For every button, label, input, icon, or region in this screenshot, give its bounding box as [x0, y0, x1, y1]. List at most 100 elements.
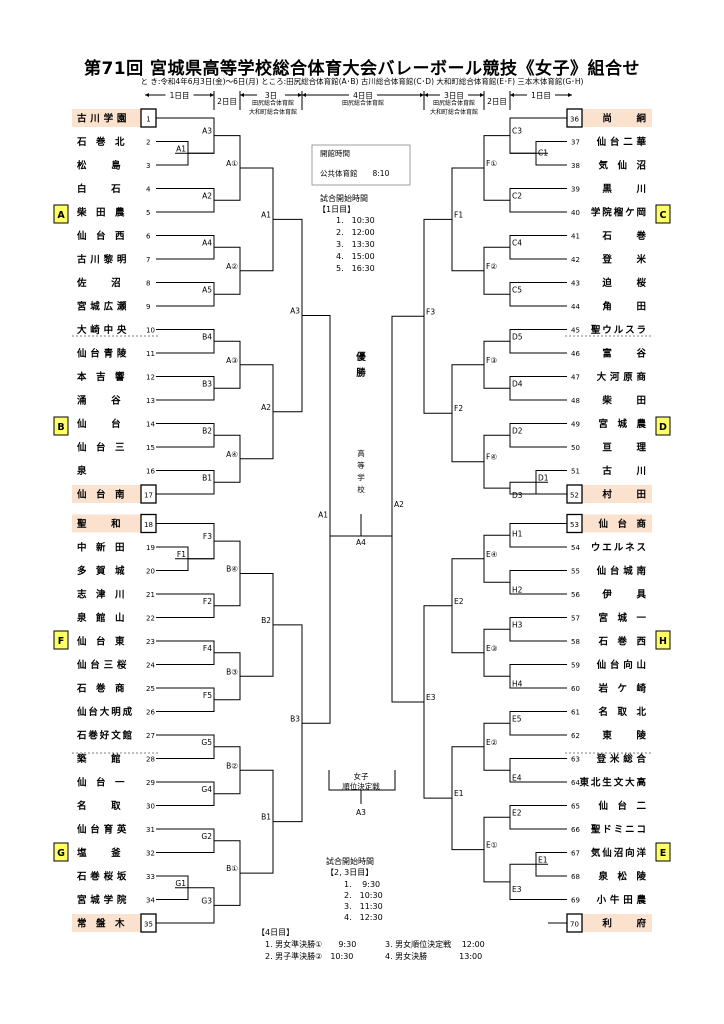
block-label-box [655, 630, 671, 650]
team-number: 53 [570, 521, 579, 529]
match-label-g4: G4 [201, 785, 212, 794]
team-number: 7 [146, 256, 150, 264]
match-label-g5: G5 [201, 738, 212, 747]
team-number: 4 [146, 186, 151, 194]
team-number: 69 [571, 897, 580, 905]
bracket-line [214, 135, 241, 201]
team-number: 30 [146, 803, 155, 811]
day4-item-1: 1. 男女準決勝① 9:30 [265, 940, 357, 949]
bracket-line [423, 218, 452, 414]
match-label-e5: E5 [512, 714, 522, 723]
header-day1-left: 1日目 [170, 91, 190, 100]
header-venue-left-2: 大和町総合体育館 [249, 108, 297, 116]
bracket-line [214, 340, 241, 389]
match-label-b3: B3 [202, 379, 212, 388]
team-number: 63 [571, 756, 580, 764]
match-label-a1: A1 [318, 510, 328, 519]
team-name: 石 巻 [601, 230, 646, 242]
seed-highlight [72, 914, 142, 932]
match-label-b2: B2 [202, 426, 212, 435]
team-name: 佐 沼 [76, 277, 121, 289]
team-number: 2 [146, 139, 150, 147]
block-label: B [57, 422, 64, 433]
match-label-ec2: E② [486, 738, 498, 747]
header-bg [165, 90, 194, 100]
bracket-line [451, 558, 484, 654]
team-name: 宮 城 農 [599, 418, 647, 430]
team-number: 21 [146, 591, 155, 599]
team-number: 49 [571, 421, 580, 429]
day4-item-3: 3. 男女順位決定戦 12:00 [385, 940, 485, 949]
team-name: 学 院 榴 ケ 岡 [591, 207, 646, 219]
arrow-right [298, 93, 302, 97]
team-name: 聖 ウ ル ス ラ [591, 325, 646, 336]
match-label-f5: F5 [203, 691, 212, 700]
match-label-e3: E3 [426, 693, 436, 702]
team-number: 14 [146, 421, 155, 429]
team-number: 12 [146, 374, 155, 382]
match-label-b1: B1 [202, 473, 212, 482]
seed-highlight [72, 485, 142, 503]
start-time-day23-2: 2. 10:30 [344, 891, 383, 900]
team-number: 17 [144, 492, 153, 500]
team-number: 36 [570, 116, 579, 124]
team-name: 名 取 北 [599, 706, 647, 718]
match-label-d1: D1 [538, 473, 549, 482]
team-name: 柴 田 [601, 395, 646, 407]
header-bg [349, 90, 377, 100]
team-name: 聖 ド ミ ニ コ [591, 825, 646, 836]
team-name: 仙 台 城 南 [597, 565, 647, 577]
team-number: 44 [571, 303, 580, 311]
team-name: ウ エ ル ネ ス [591, 543, 646, 554]
team-number: 28 [146, 756, 155, 764]
team-number: 66 [571, 826, 580, 834]
arrow-left [424, 93, 428, 97]
match-label-h4: H4 [512, 679, 523, 688]
match-label-ec1: E① [486, 841, 498, 850]
team-number: 67 [571, 850, 580, 858]
team-name: 仙 台 西 [77, 230, 125, 242]
team-name: 古 川 学 園 [77, 113, 126, 125]
match-label-a3: A3 [202, 127, 212, 136]
match-label-ec4: E④ [486, 550, 498, 559]
final-match-label: A4 [356, 538, 366, 547]
block-label: E [660, 848, 667, 859]
team-name: 気 仙 沼 向 洋 [591, 847, 647, 859]
match-label-c2: C2 [512, 191, 522, 200]
team-number: 10 [146, 327, 155, 335]
bracket-line [391, 315, 424, 703]
bracket-line [302, 315, 331, 724]
arrow-left [145, 93, 149, 97]
bracket-line [483, 135, 510, 201]
match-label-f4: F4 [203, 644, 212, 653]
match-label-fc3: F③ [486, 356, 497, 365]
match-label-f3: F3 [426, 307, 435, 316]
seed-highlight [582, 109, 652, 127]
header-bg [527, 90, 555, 100]
team-name: 亘 理 [602, 443, 646, 454]
bracket-line [483, 816, 510, 883]
bracket-line [175, 887, 215, 924]
arrow-left [510, 93, 514, 97]
block-label-box [53, 204, 69, 224]
team-number: 51 [571, 468, 580, 476]
team-name: 石 巻 西 [598, 636, 647, 648]
team-name: 東 陵 [601, 730, 646, 742]
team-number: 19 [146, 544, 155, 552]
start-time-day1-1: 1. 10:30 [336, 216, 375, 225]
team-number: 70 [570, 921, 579, 929]
team-name: 伊 具 [601, 589, 646, 601]
team-name: 泉 [76, 465, 87, 477]
team-number: 5 [146, 209, 150, 217]
bracket-line [240, 769, 274, 874]
team-number: 13 [146, 397, 155, 405]
team-number: 47 [571, 374, 580, 382]
bracket-line [240, 167, 274, 272]
header-day3-left: 3日 [265, 91, 277, 100]
team-number: 41 [571, 233, 580, 241]
bracket-line [483, 340, 510, 389]
team-number: 56 [571, 591, 580, 599]
team-name: 仙 台 三 [77, 442, 125, 454]
match-label-a1: A1 [176, 144, 186, 153]
match-label-a2: A2 [202, 191, 212, 200]
